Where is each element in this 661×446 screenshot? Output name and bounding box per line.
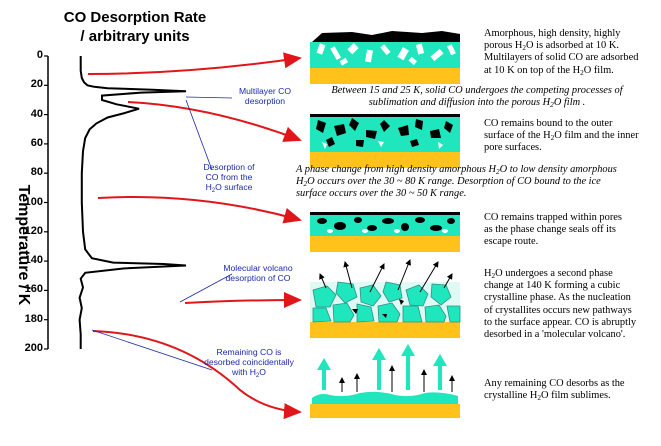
y-axis-ticks: 0 20 40 60 80 100 120 140 160 180 200 (0, 0, 43, 446)
arrow-3 (97, 195, 302, 224)
y-tick-label: 80 (30, 166, 43, 179)
y-tick-label: 40 (30, 107, 43, 120)
arrow-1 (87, 52, 302, 75)
panel-4 (310, 259, 461, 338)
y-tick-label: 120 (24, 224, 43, 237)
description-2: CO remains bound to the outer surface of… (484, 118, 639, 154)
y-tick-label: 20 (30, 78, 43, 91)
panel-5 (310, 344, 460, 418)
description-4: H2O undergoes a second phase change at 1… (484, 268, 637, 341)
annotation-volcano: Molecular volcano desorption of CO (223, 263, 293, 283)
y-tick-label: 160 (24, 283, 43, 296)
y-tick-label: 200 (24, 342, 43, 354)
panel-3 (310, 212, 460, 252)
chart-title-line1: CO Desorption Rate (63, 9, 207, 26)
red-arrows (87, 52, 302, 420)
annotation-surface: Desorption of CO from the H2O surface (203, 162, 255, 194)
description-5: Any remaining CO desorbs as the crystall… (484, 378, 625, 403)
arrow-4 (184, 292, 302, 309)
description-1: Amorphous, high density, highly porous H… (484, 28, 639, 77)
y-tick-label: 140 (24, 254, 43, 267)
y-tick-label: 60 (30, 136, 43, 149)
arrow-2 (127, 101, 302, 142)
italic-note-2: A phase change from high density amorpho… (296, 164, 617, 200)
panel-2 (310, 114, 460, 168)
annotation-remaining: Remaining CO is desorbed coincidentally … (204, 347, 294, 379)
description-3: CO remains trapped within pores as the p… (484, 212, 622, 248)
chart-title: CO Desorption Rate / arbitrary units (40, 8, 230, 46)
italic-note-1: Between 15 and 25 K, solid CO undergoes … (331, 85, 623, 110)
chart-title-line2: / arbitrary units (80, 28, 190, 45)
annotation-multilayer: Multilayer CO desorption (238, 86, 292, 106)
blue-leader-lines (91, 96, 233, 371)
desorption-curve (78, 56, 187, 349)
arrow-5 (92, 330, 302, 420)
panel-1 (310, 31, 460, 84)
y-tick-label: 180 (24, 312, 43, 325)
y-axis (44, 55, 49, 350)
y-tick-label: 0 (36, 49, 43, 61)
y-tick-label: 100 (24, 195, 43, 208)
